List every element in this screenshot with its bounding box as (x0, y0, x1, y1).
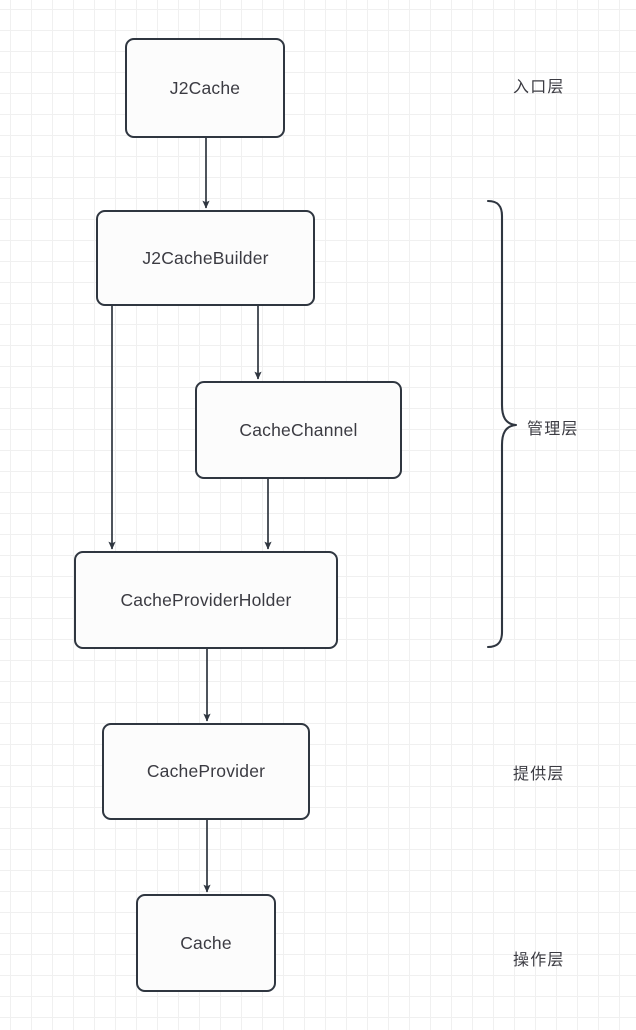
node-label-cacheprovider: CacheProvider (146, 761, 266, 781)
node-label-j2cache: J2Cache (169, 77, 241, 98)
layer-label-entry: 入口层 (513, 79, 565, 96)
layer-label-management: 管理层 (527, 421, 579, 438)
management-layer-brace (486, 199, 518, 649)
layer-label-provider: 提供层 (513, 766, 565, 783)
layer-label-operation: 操作层 (513, 952, 565, 969)
node-cache[interactable]: Cache (136, 894, 276, 992)
node-cachechannel[interactable]: CacheChannel (195, 381, 402, 479)
node-j2cachebuilder[interactable]: J2CacheBuilder (96, 210, 315, 306)
node-cacheproviderholder[interactable]: CacheProviderHolder (74, 551, 338, 649)
node-j2cache[interactable]: J2Cache (125, 38, 285, 138)
node-label-cache: Cache (180, 932, 232, 953)
node-label-cachechannel: CacheChannel (239, 419, 358, 440)
node-cacheprovider[interactable]: CacheProvider (102, 723, 310, 820)
node-label-cacheproviderholder: CacheProviderHolder (120, 589, 292, 610)
node-label-j2cachebuilder: J2CacheBuilder (142, 247, 269, 268)
